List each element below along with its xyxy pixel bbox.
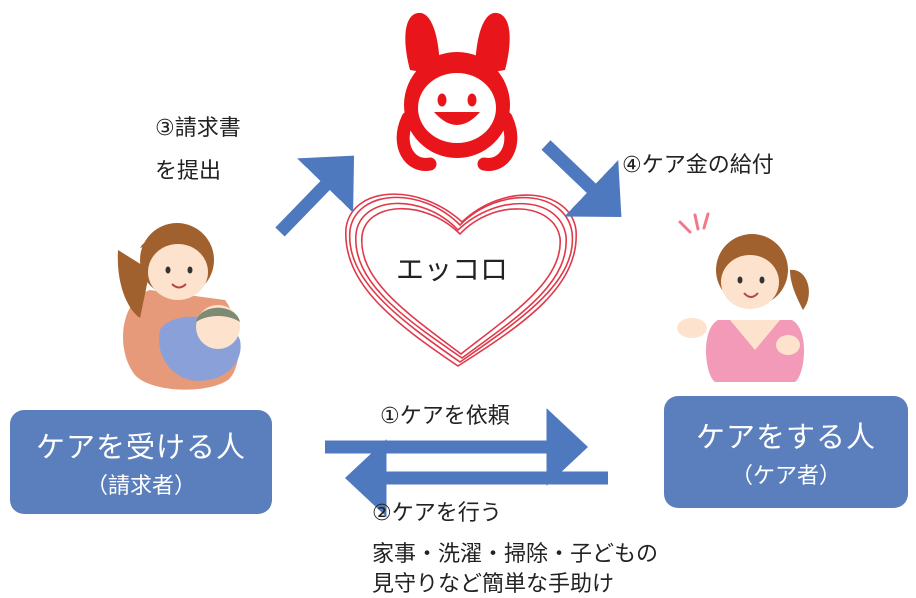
- node-care-receiver-sublabel: （請求者）: [85, 474, 196, 499]
- rabbit-mascot-icon: [396, 12, 518, 171]
- mother-with-baby-icon: [117, 223, 241, 390]
- step2-detail-line2: 見守りなど簡単な手助け: [372, 572, 615, 597]
- caregiver-woman-icon: [677, 212, 809, 382]
- step3-label-line2: を提出: [155, 159, 222, 184]
- node-caregiver-sublabel: （ケア者）: [730, 464, 841, 489]
- node-care-receiver-label: ケアを受ける人: [35, 430, 246, 464]
- step4-label: ④ケア金の給付: [622, 153, 774, 178]
- node-caregiver-label: ケアをする人: [695, 420, 876, 454]
- arrow-to-mascot: [275, 155, 355, 237]
- step2-detail-line1: 家事・洗濯・掃除・子どもの: [372, 542, 659, 567]
- center-label: エッコロ: [396, 253, 509, 286]
- step1-label: ①ケアを依頼: [380, 404, 510, 429]
- node-care-receiver: ケアを受ける人 （請求者）: [10, 410, 272, 514]
- arrow-to-helper: [541, 140, 622, 217]
- step2-label: ②ケアを行う: [372, 501, 502, 526]
- arrows: [275, 140, 622, 517]
- node-caregiver: ケアをする人 （ケア者）: [664, 396, 908, 508]
- step3-label-line1: ③請求書: [155, 116, 241, 141]
- heart-icon: [345, 193, 577, 367]
